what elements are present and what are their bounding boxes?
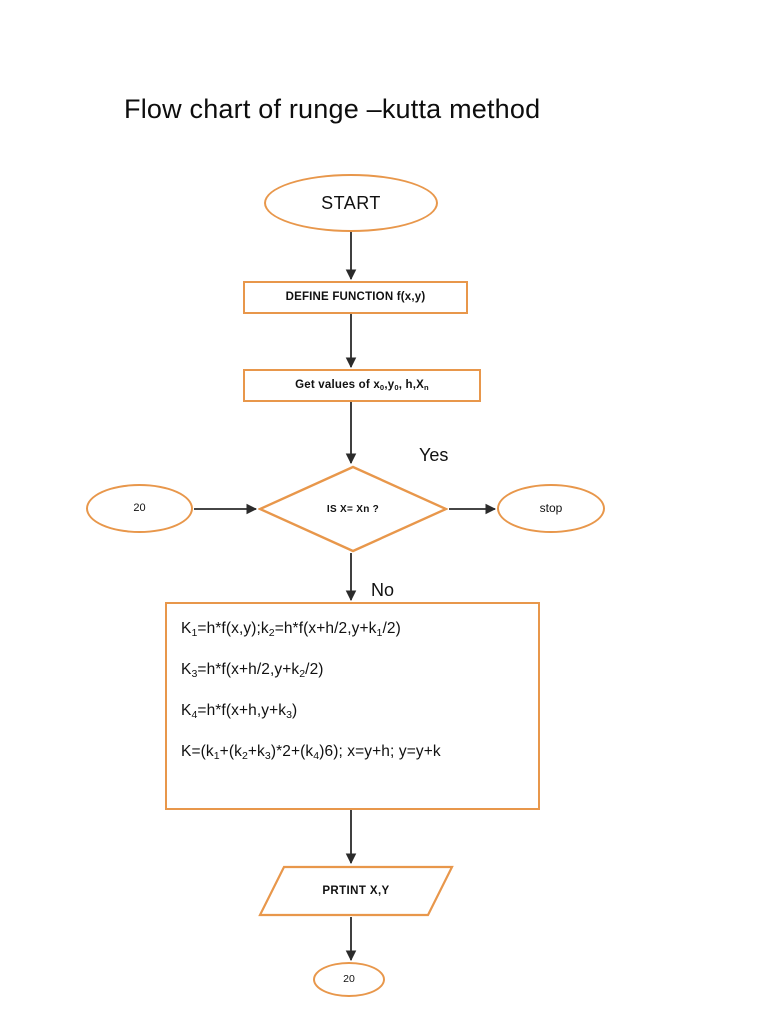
node-connector-bottom-label: 20 — [343, 973, 355, 986]
node-get-values-label: Get values of x0,y0, h,Xn — [295, 379, 429, 393]
get-values-mid-2: , h,X — [398, 378, 425, 391]
get-values-sub-1: 0 — [379, 382, 385, 392]
node-start-label: START — [321, 192, 381, 213]
node-print-label: PRTINT X,Y — [322, 885, 390, 897]
edge-label-no: No — [371, 580, 395, 600]
decision-diamond-shape — [258, 465, 448, 553]
get-values-sub-3: n — [424, 382, 429, 392]
formula-line-4: K=(k1+(k2+k3)*2+(k4)6); x=y+h; y=y+k — [181, 743, 441, 763]
get-values-prefix: Get values of x — [295, 378, 380, 391]
node-stop-label: stop — [539, 500, 563, 515]
node-connector-bottom-20[interactable]: 20 — [313, 962, 385, 997]
node-decision-label: IS X= Xn ? — [326, 503, 380, 515]
node-connector-left-20[interactable]: 20 — [86, 484, 193, 533]
io-parallelogram-shape — [258, 865, 454, 917]
formula-line-1: K1=h*f(x,y);k2=h*f(x+h/2,y+k1/2) — [181, 620, 401, 639]
node-start[interactable]: START — [264, 174, 438, 232]
node-decision[interactable]: IS X= Xn ? — [258, 465, 448, 553]
node-print[interactable]: PRTINT X,Y — [258, 865, 454, 917]
formula-line-3: K4=h*f(x+h,y+k3) — [181, 702, 298, 722]
get-values-sub-2: 0 — [394, 382, 399, 392]
node-formulas[interactable]: K1=h*f(x,y);k2=h*f(x+h/2,y+k1/2) K3=h*f(… — [165, 602, 540, 810]
get-values-mid-1: ,y — [384, 378, 395, 391]
node-connector-left-label: 20 — [133, 502, 146, 515]
page-title: Flow chart of runge –kutta method — [124, 94, 541, 124]
node-define-function-label: DEFINE FUNCTION f(x,y) — [285, 290, 426, 303]
edge-label-yes: Yes — [419, 445, 449, 465]
node-stop[interactable]: stop — [497, 484, 605, 533]
node-get-values[interactable]: Get values of x0,y0, h,Xn — [243, 369, 481, 402]
node-define-function[interactable]: DEFINE FUNCTION f(x,y) — [243, 281, 468, 314]
formula-line-2: K3=h*f(x+h/2,y+k2/2) — [181, 661, 324, 680]
